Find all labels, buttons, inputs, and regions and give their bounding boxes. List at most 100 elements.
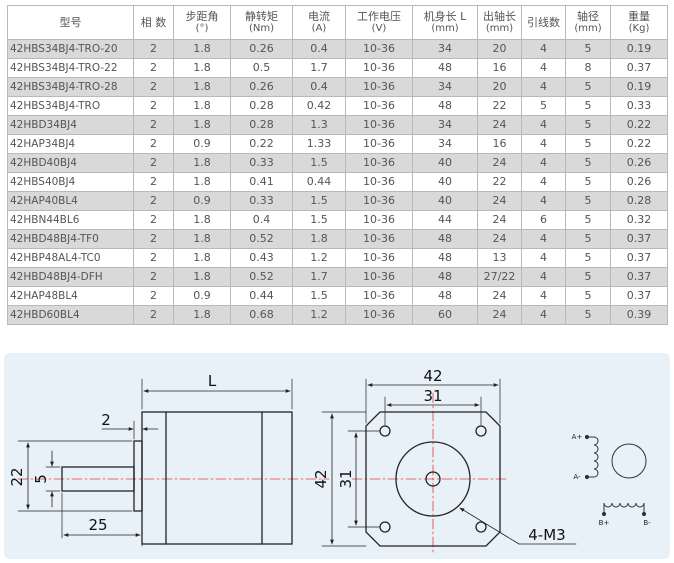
table-cell: 24 (477, 115, 522, 135)
table-cell: 4 (521, 115, 566, 135)
table-cell: 34 (412, 115, 478, 135)
table-cell: 4 (521, 248, 566, 268)
table-cell: 0.33 (230, 191, 293, 211)
table-cell: 1.8 (173, 229, 231, 249)
front-flange (365, 411, 501, 547)
spec-table-header: 型号相 数步距角(°)静转矩(Nm)电流(A)工作电压(V)机身长 L(mm)出… (7, 5, 668, 40)
table-cell: 2 (133, 153, 174, 173)
table-cell: 0.26 (230, 77, 293, 97)
table-cell: 44 (412, 210, 478, 230)
table-cell: 2 (133, 305, 174, 325)
table-cell: 5 (565, 305, 611, 325)
table-cell: 2 (133, 191, 174, 211)
column-header-unit: (A) (311, 23, 327, 34)
table-cell: 0.44 (230, 286, 293, 306)
table-cell: 10-36 (345, 305, 413, 325)
table-cell: 27/22 (477, 267, 522, 287)
table-cell: 2 (133, 172, 174, 192)
table-cell: 10-36 (345, 172, 413, 192)
table-cell: 4 (521, 172, 566, 192)
table-cell: 0.37 (610, 286, 668, 306)
table-cell: 1.8 (173, 39, 231, 59)
dim-L-label: L (208, 372, 217, 390)
table-cell: 0.39 (610, 305, 668, 325)
column-header: 型号 (7, 5, 134, 40)
table-cell: 5 (565, 153, 611, 173)
table-cell: 0.32 (610, 210, 668, 230)
table-cell: 5 (565, 77, 611, 97)
model-cell: 42HBS40BJ4 (7, 172, 134, 192)
table-cell: 4 (521, 229, 566, 249)
table-cell: 1.2 (292, 248, 346, 268)
table-cell: 1.33 (292, 134, 346, 154)
column-header: 静转矩(Nm) (230, 5, 293, 40)
table-cell: 40 (412, 191, 478, 211)
column-header: 重量(Kg) (610, 5, 668, 40)
table-cell: 2 (133, 77, 174, 97)
mount-hole (475, 425, 487, 437)
motor-body (141, 411, 293, 545)
table-cell: 1.8 (173, 172, 231, 192)
column-header: 电流(A) (292, 5, 346, 40)
table-cell: 1.8 (173, 96, 231, 116)
model-cell: 42HBS34BJ4-TRO-20 (7, 39, 134, 59)
table-cell: 0.9 (173, 286, 231, 306)
wire-b-minus-label: B- (643, 519, 651, 527)
table-cell: 48 (412, 96, 478, 116)
motor-shaft (61, 466, 135, 492)
dim-31-top-label: 31 (423, 387, 442, 405)
table-cell: 0.44 (292, 172, 346, 192)
table-cell: 4 (521, 267, 566, 287)
model-cell: 42HBN44BL6 (7, 210, 134, 230)
dim-31-side-label: 31 (337, 469, 355, 488)
column-header-label: 出轴长 (483, 10, 516, 23)
table-cell: 1.7 (292, 58, 346, 78)
column-header-label: 型号 (59, 15, 82, 29)
column-header: 机身长 L(mm) (412, 5, 478, 40)
table-cell: 48 (412, 267, 478, 287)
table-cell: 10-36 (345, 210, 413, 230)
table-cell: 10-36 (345, 286, 413, 306)
table-cell: 0.33 (610, 96, 668, 116)
table-cell: 20 (477, 39, 522, 59)
table-cell: 4 (521, 305, 566, 325)
dim-25-label: 25 (88, 516, 107, 534)
table-cell: 24 (477, 229, 522, 249)
table-cell: 5 (565, 267, 611, 287)
dim-2-label: 2 (101, 411, 111, 429)
column-header-label: 轴径 (577, 10, 599, 23)
table-cell: 1.5 (292, 210, 346, 230)
model-cell: 42HBD40BJ4 (7, 153, 134, 173)
model-cell: 42HBS34BJ4-TRO-28 (7, 77, 134, 97)
table-cell: 0.22 (610, 115, 668, 135)
table-cell: 34 (412, 134, 478, 154)
table-cell: 5 (565, 134, 611, 154)
table-cell: 0.41 (230, 172, 293, 192)
dim-42-top-label: 42 (423, 367, 442, 385)
hole-callout-label: 4-M3 (528, 526, 565, 544)
wire-b-plus-label: B+ (599, 519, 610, 527)
table-cell: 0.33 (230, 153, 293, 173)
table-cell: 0.37 (610, 58, 668, 78)
table-cell: 60 (412, 305, 478, 325)
table-cell: 0.9 (173, 134, 231, 154)
table-cell: 10-36 (345, 96, 413, 116)
column-header: 出轴长(mm) (477, 5, 522, 40)
front-shaft-circle (425, 471, 441, 487)
table-cell: 4 (521, 153, 566, 173)
table-cell: 24 (477, 153, 522, 173)
table-cell: 2 (133, 267, 174, 287)
table-cell: 10-36 (345, 39, 413, 59)
table-cell: 5 (565, 96, 611, 116)
terminal (584, 434, 590, 440)
table-cell: 2 (133, 286, 174, 306)
column-header-label: 电流 (308, 10, 330, 23)
table-cell: 0.4 (292, 39, 346, 59)
table-cell: 0.37 (610, 248, 668, 268)
